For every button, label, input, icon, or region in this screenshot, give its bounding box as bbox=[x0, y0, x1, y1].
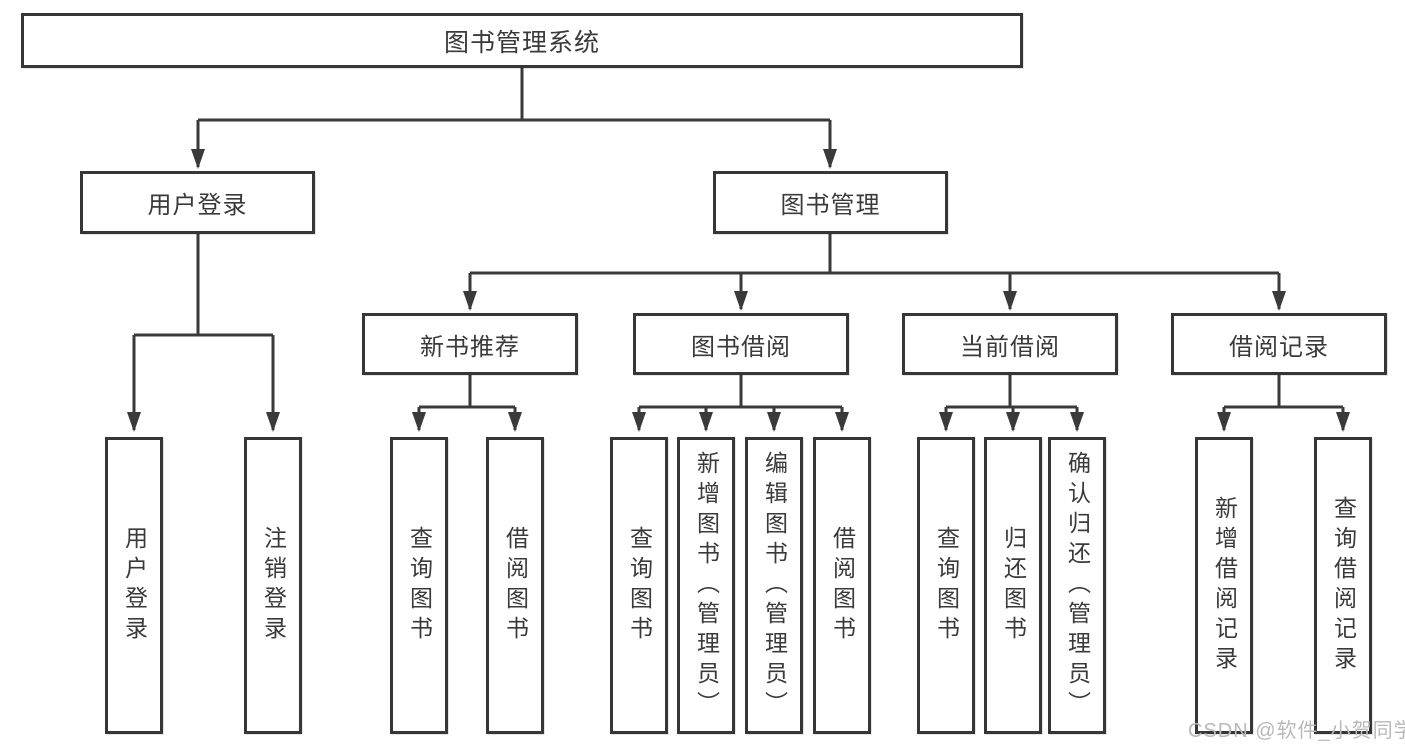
leaf-query-borrow-record: 查询借阅记录 bbox=[1314, 437, 1372, 734]
leaf-confirm-return-admin-label: 确认归还（管理员） bbox=[1064, 450, 1091, 721]
leaf-user-login-label: 用户登录 bbox=[121, 525, 148, 646]
leaf-borrow-books: 借阅图书 bbox=[813, 437, 871, 734]
leaf-add-borrow-record-label: 新增借阅记录 bbox=[1211, 495, 1238, 676]
leaf-query-books-recommend-label: 查询图书 bbox=[406, 525, 433, 646]
leaf-logout: 注销登录 bbox=[244, 437, 302, 734]
node-current-borrow: 当前借阅 bbox=[902, 313, 1118, 375]
leaf-logout-label: 注销登录 bbox=[260, 525, 287, 646]
leaf-add-books-admin-label: 新增图书（管理员） bbox=[693, 450, 720, 721]
leaf-query-borrow-record-label: 查询借阅记录 bbox=[1330, 495, 1357, 676]
node-library-system-root: 图书管理系统 bbox=[21, 13, 1023, 68]
watermark: CSDN @软件_小贺同学 bbox=[1188, 720, 1405, 742]
leaf-borrow-books-recommend: 借阅图书 bbox=[486, 437, 544, 734]
leaf-confirm-return-admin: 确认归还（管理员） bbox=[1048, 437, 1106, 734]
node-user-login: 用户登录 bbox=[80, 171, 315, 234]
leaf-return-books-label: 归还图书 bbox=[1000, 525, 1027, 646]
node-new-book-recommend: 新书推荐 bbox=[362, 313, 578, 375]
leaf-query-books-borrow-label: 查询图书 bbox=[626, 525, 653, 646]
leaf-query-books-borrow: 查询图书 bbox=[610, 437, 668, 734]
leaf-add-borrow-record: 新增借阅记录 bbox=[1195, 437, 1253, 734]
leaf-user-login: 用户登录 bbox=[105, 437, 163, 734]
node-borrow-records: 借阅记录 bbox=[1171, 313, 1387, 375]
node-book-borrow: 图书借阅 bbox=[633, 313, 849, 375]
leaf-edit-books-admin-label: 编辑图书（管理员） bbox=[761, 450, 788, 721]
leaf-borrow-books-recommend-label: 借阅图书 bbox=[502, 525, 529, 646]
leaf-query-books-recommend: 查询图书 bbox=[390, 437, 448, 734]
leaf-borrow-books-label: 借阅图书 bbox=[829, 525, 856, 646]
leaf-add-books-admin: 新增图书（管理员） bbox=[677, 437, 735, 734]
leaf-query-books-current-label: 查询图书 bbox=[933, 525, 960, 646]
leaf-return-books: 归还图书 bbox=[984, 437, 1042, 734]
leaf-query-books-current: 查询图书 bbox=[917, 437, 975, 734]
leaf-edit-books-admin: 编辑图书（管理员） bbox=[745, 437, 803, 734]
node-book-management: 图书管理 bbox=[713, 171, 948, 234]
